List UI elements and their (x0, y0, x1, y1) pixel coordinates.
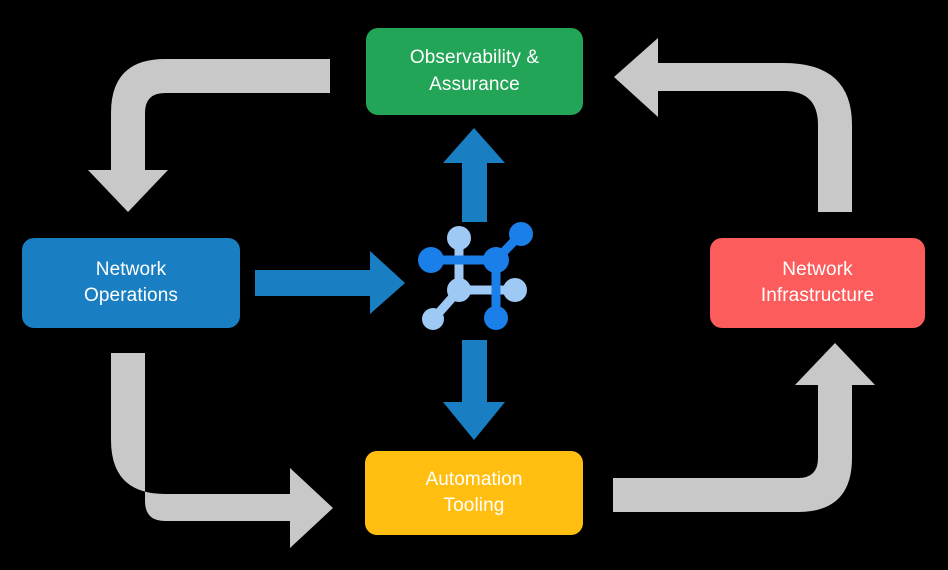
arrow-observability-to-operations (88, 59, 330, 212)
node-box-automation[interactable]: Automation Tooling (365, 451, 583, 535)
node-label-operations: Network Operations (84, 258, 178, 306)
arrow-center-to-observability (443, 128, 505, 222)
arrow-operations-to-center (255, 251, 405, 314)
arrow-infrastructure-to-observability (614, 38, 852, 212)
mesh-node-mid-right (503, 278, 527, 302)
node-label-automation: Automation Tooling (425, 468, 523, 516)
network-mesh-icon (418, 218, 536, 336)
mesh-node-top-right (509, 222, 533, 246)
mesh-node-bottom-left (422, 308, 444, 330)
mesh-node-mid-left (447, 278, 471, 302)
mesh-nodes-dark (418, 222, 533, 330)
node-label-observability: Observability & Assurance (409, 47, 540, 95)
mesh-node-top-center (447, 226, 471, 250)
node-box-operations[interactable]: Network Operations (22, 238, 240, 328)
arrow-automation-to-infrastructure (613, 343, 875, 512)
mesh-nodes-light (422, 226, 527, 330)
node-box-infrastructure[interactable]: Network Infrastructure (710, 238, 925, 328)
arrow-center-to-automation (443, 340, 505, 440)
arrow-operations-to-automation (111, 353, 333, 548)
mesh-node-center (483, 247, 509, 273)
mesh-node-bottom (484, 306, 508, 330)
node-box-observability[interactable]: Observability & Assurance (366, 28, 583, 115)
mesh-node-left (418, 247, 444, 273)
node-label-infrastructure: Network Infrastructure (760, 258, 875, 306)
